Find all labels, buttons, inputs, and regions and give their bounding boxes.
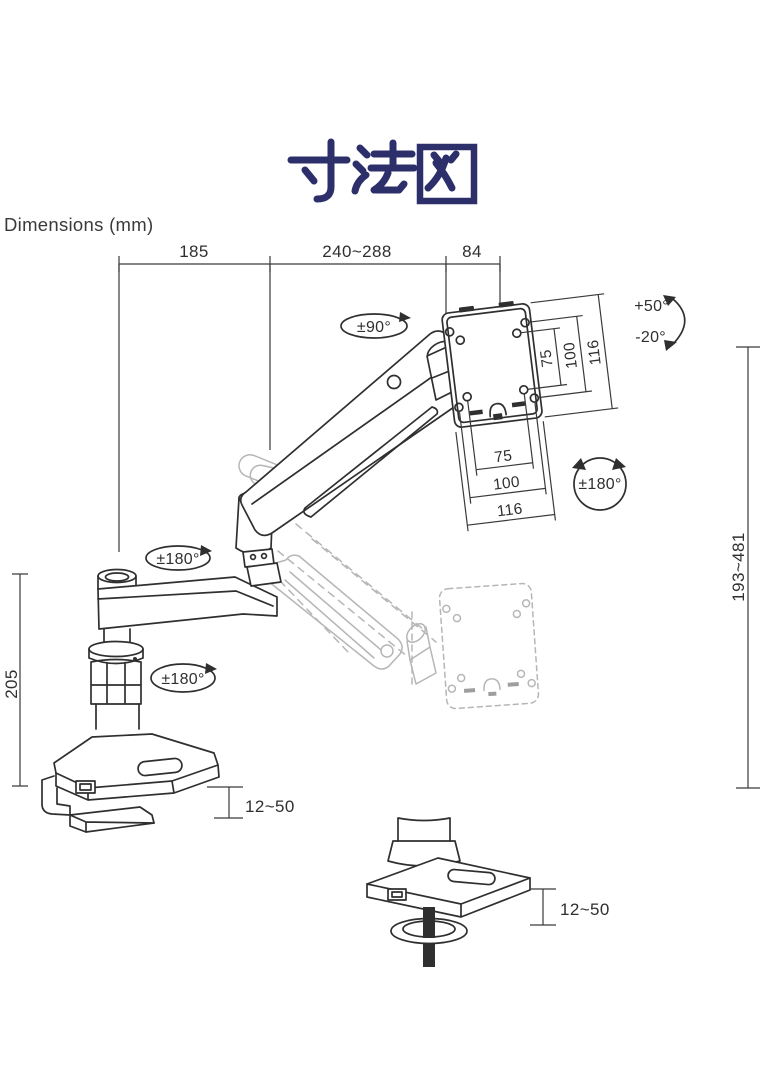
plate-rotation-annotation: ±180° (572, 457, 627, 511)
vesa-dim-116-v: 116 (585, 339, 605, 367)
dim-label-grommet-range: 12~50 (560, 900, 610, 919)
lower-joint-label: ±180° (161, 671, 204, 688)
grommet-mount-figure: 12~50 (366, 817, 610, 967)
units-label: Dimensions (mm) (4, 214, 153, 235)
vesa-dim-75-h: 75 (493, 447, 513, 466)
grommet-thickness-dimension: 12~50 (530, 888, 610, 926)
title-kanji-art (287, 138, 478, 205)
monitor-arm-drawing: 75 100 116 75 100 116 (41, 293, 619, 833)
dim-label-pole-height: 205 (2, 669, 21, 699)
tilt-down-label: -20° (635, 329, 666, 346)
vesa-dim-100-v: 100 (561, 341, 581, 370)
lower-joint-rotation-annotation: ±180° (150, 663, 217, 693)
vesa-vertical-dimensions: 75 100 116 (520, 293, 619, 418)
vesa-dim-116-h: 116 (496, 500, 524, 520)
tilt-annotation: +50° -20° (634, 295, 686, 351)
vesa-dim-75-v: 75 (538, 348, 557, 368)
top-dimension-lines: 185 240~288 84 (118, 242, 501, 552)
pole-height-dimension: 205 (2, 573, 28, 787)
dim-label-height-range: 193~481 (729, 532, 748, 601)
threaded-rod (423, 907, 435, 938)
dim-label-arm-rear: 185 (179, 242, 209, 261)
ghost-vesa-plate (438, 582, 540, 710)
head-swivel-label: ±90° (357, 319, 391, 336)
grommet-ring (390, 917, 468, 945)
dim-label-head-depth: 84 (462, 242, 482, 261)
vesa-dim-100-h: 100 (492, 474, 521, 494)
tilt-up-label: +50° (634, 298, 669, 315)
lower-arm (97, 568, 278, 630)
height-range-dimension: 193~481 (729, 346, 760, 789)
upper-joint-rotation-annotation: ±180° (145, 545, 212, 571)
pole (88, 628, 144, 730)
dim-label-arm-front: 240~288 (322, 242, 391, 261)
upper-joint-label: ±180° (156, 551, 199, 568)
clamp-base (41, 733, 220, 833)
plate-rotation-label: ±180° (578, 476, 621, 493)
vesa-horizontal-dimensions: 75 100 116 (455, 394, 557, 532)
head-swivel-annotation: ±90° (340, 312, 411, 339)
ghost-arm-lowered-position (238, 454, 540, 710)
vesa-plate (441, 301, 543, 428)
dim-label-clamp-range: 12~50 (245, 797, 295, 816)
clamp-thickness-dimension: 12~50 (207, 786, 295, 819)
